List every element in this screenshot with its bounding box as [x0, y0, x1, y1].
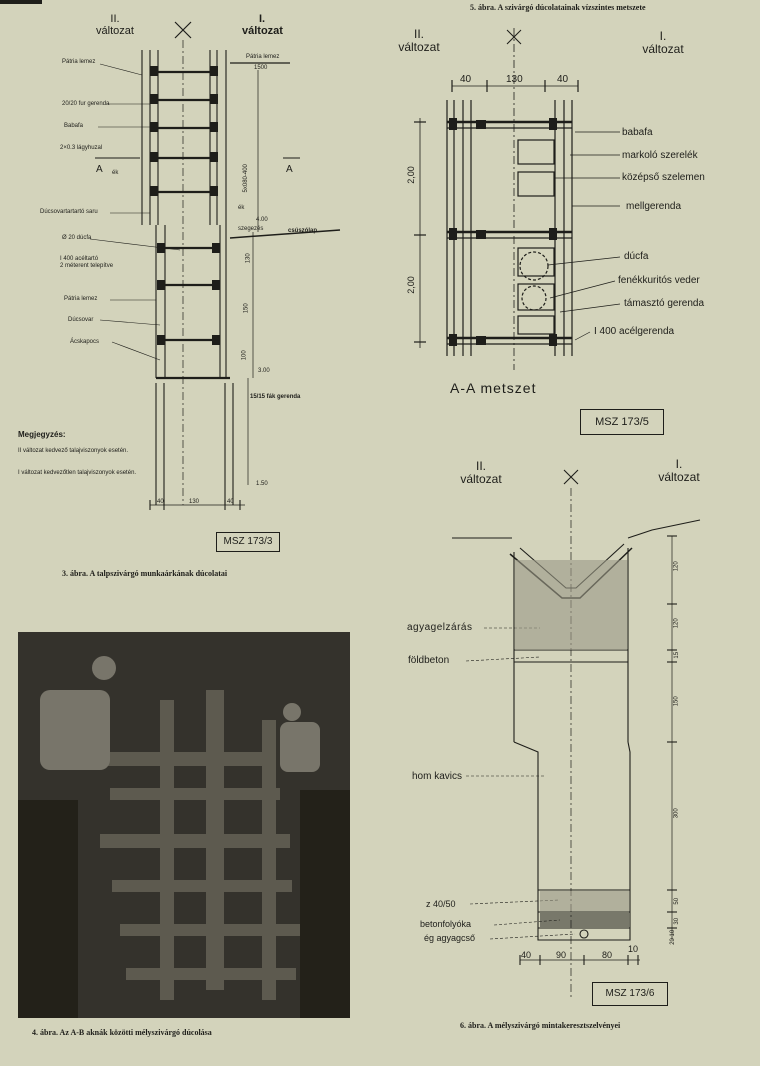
fig3-label-ek-right: ék [238, 205, 245, 211]
fig5-variant-2: II. változat [398, 27, 440, 54]
fig6-dim-50: 50 [674, 897, 681, 905]
fig5-dim-130: 130 [506, 74, 523, 85]
fig5-label-veder: fenékkuritós veder [618, 275, 700, 286]
fig3-label-aceltarto: I 400 acéltartó 2 méterent telepítve [60, 256, 114, 269]
fig3-label-szegezes: szegezés [238, 226, 264, 232]
fig3-label-ducsovar: Dúcsovar [68, 317, 94, 323]
fig3-level-150: 1.50 [256, 481, 268, 487]
fig6-dim-40: 40 [521, 950, 532, 960]
fig6-dim-150: 150 [673, 696, 680, 707]
fig5-label-tamaszto: támasztó gerenda [624, 298, 705, 309]
fig3-dim-40a: 40 [157, 499, 164, 505]
fig3-label-patria-right: Pátria lemez [246, 54, 280, 60]
fig3-label-saru: Dúcsovartartartó saru [40, 209, 98, 215]
fig5-label-babafa: babafa [622, 127, 653, 138]
fig6-standard-badge: MSZ 173/6 [592, 982, 668, 1006]
fig6-variant-2: II. változat [460, 459, 502, 486]
fig6-dim-15: 15 [674, 651, 681, 659]
fig3-level-1500: 1500 [254, 65, 268, 71]
fig5-variant-1: I. változat [642, 29, 684, 56]
fig5-label-mellgerenda: mellgerenda [626, 201, 682, 212]
fig5-dim-40b: 40 [557, 74, 569, 85]
fig6-label-agyagelzaras: agyagelzárás [407, 622, 473, 633]
fig3-label-lagyhuzal: 2×0.3 lágyhuzal [60, 145, 103, 151]
fig5-standard-badge: MSZ 173/5 [580, 409, 664, 435]
fig4-caption: 4. ábra. Az A-B aknák közötti mélyszivár… [32, 1028, 212, 1037]
fig6-dim-90: 90 [556, 950, 567, 960]
fig5-section-title: A-A metszet [450, 380, 537, 396]
fig5-label-markolo: markoló szerelék [622, 150, 698, 161]
fig3-standard-badge: MSZ 173/3 [216, 532, 280, 552]
fig6-label-agyagcso: ég agyagcső [424, 933, 476, 943]
fig3-label-fur-gerenda: 20/20 fur gerenda [62, 101, 110, 107]
fig6-dim-20-10: 20 10 [670, 929, 677, 945]
fig6-dim-80: 80 [602, 950, 613, 960]
fig6-caption: 6. ábra. A mélyszivárgó mintakeresztszel… [460, 1021, 621, 1030]
fig3-note-line-1: II változat kedvező talajviszonyok eseté… [18, 448, 129, 454]
fig3-dim-40b: 40 [227, 499, 234, 505]
fig3-label-acskapocs: Ácskapocs [70, 339, 100, 345]
fig3-label-csuszolap: csúszólap [288, 228, 318, 234]
fig3-label-ducfa: Ø 20 dúcfa [62, 235, 92, 241]
fig6-label-foldbeton: földbeton [408, 655, 450, 666]
fig3-section-marker-left: A [96, 164, 103, 175]
fig3-label-ek-left: ék [112, 170, 119, 176]
fig5-caption: 5. ábra. A szivárgó dúcolatainak vízszin… [470, 3, 646, 12]
fig5-label-acelgerenda: I 400 acélgerenda [594, 326, 675, 337]
fig5-dim-40a: 40 [460, 74, 472, 85]
fig6-label-betonfolyoka: betonfolyóka [420, 919, 472, 929]
fig3-label-fak-gerenda: 15/15 fák gerenda [250, 394, 301, 400]
fig3-caption: 3. ábra. A talpszivárgó munkaárkának dúc… [62, 569, 228, 578]
corner-bar [0, 0, 42, 4]
fig3-dim-130: 130 [189, 499, 200, 505]
fig3-label-patria-left: Pátria lemez [62, 59, 96, 65]
fig3-note-title: Megjegyzés: [18, 430, 66, 439]
fig3-section-marker-right: A [286, 164, 293, 175]
fig5-label-szelemen: középső szelemen [622, 172, 705, 183]
fig5-label-ducfa: dúcfa [624, 251, 649, 262]
fig6-label-homkavics: hom kavics [412, 771, 463, 782]
fig3-level-400: 4.00 [256, 217, 268, 223]
fig3-variant-2: II. változat [96, 13, 134, 37]
fig6-dim-300: 300 [673, 808, 680, 819]
fig3-note-line-2: I változat kedvezőtlen talajviszonyok es… [18, 470, 137, 476]
fig6-dim-120b: 120 [673, 618, 680, 629]
fig3-level-300: 3.00 [258, 368, 270, 374]
fig6-label-z4050: z 40/50 [426, 899, 456, 909]
fig6-dim-10: 10 [628, 944, 639, 954]
fig6-dim-120a: 120 [673, 561, 680, 572]
fig3-label-babafa: Babafa [64, 123, 84, 129]
fig3-label-patria-lower: Pátria lemez [64, 296, 98, 302]
fig6-dim-30: 30 [674, 917, 681, 925]
fig3-variant-1: I. változat [242, 13, 283, 37]
fig6-variant-1: I. változat [658, 457, 700, 484]
